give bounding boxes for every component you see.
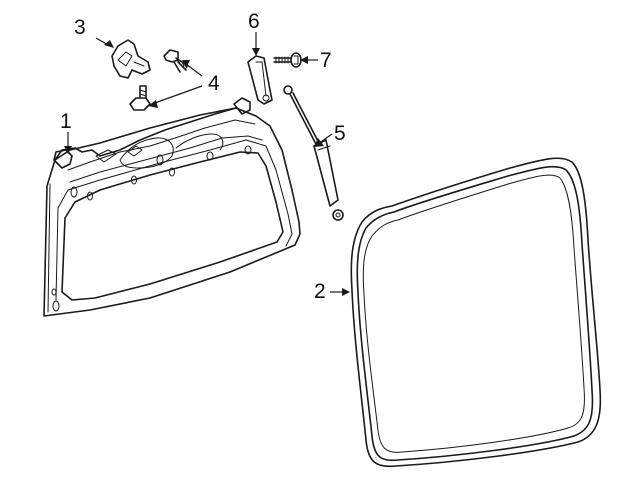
- liftgate-hinge: [247, 55, 273, 105]
- callout-2: 2: [314, 280, 326, 303]
- callout-6: 6: [248, 10, 260, 33]
- callout-leaders: [64, 32, 350, 296]
- gas-strut: [283, 85, 344, 221]
- liftgate-panel: [43, 97, 301, 317]
- small-bolt: [273, 52, 302, 68]
- callout-3: 3: [74, 16, 86, 39]
- callout-7: 7: [320, 49, 332, 72]
- callout-5: 5: [334, 122, 346, 145]
- bolts: [129, 49, 189, 111]
- weatherstrip-seal: [350, 157, 602, 468]
- callout-1: 1: [60, 110, 72, 133]
- hinge-bracket: [111, 39, 151, 79]
- callout-4: 4: [208, 72, 220, 95]
